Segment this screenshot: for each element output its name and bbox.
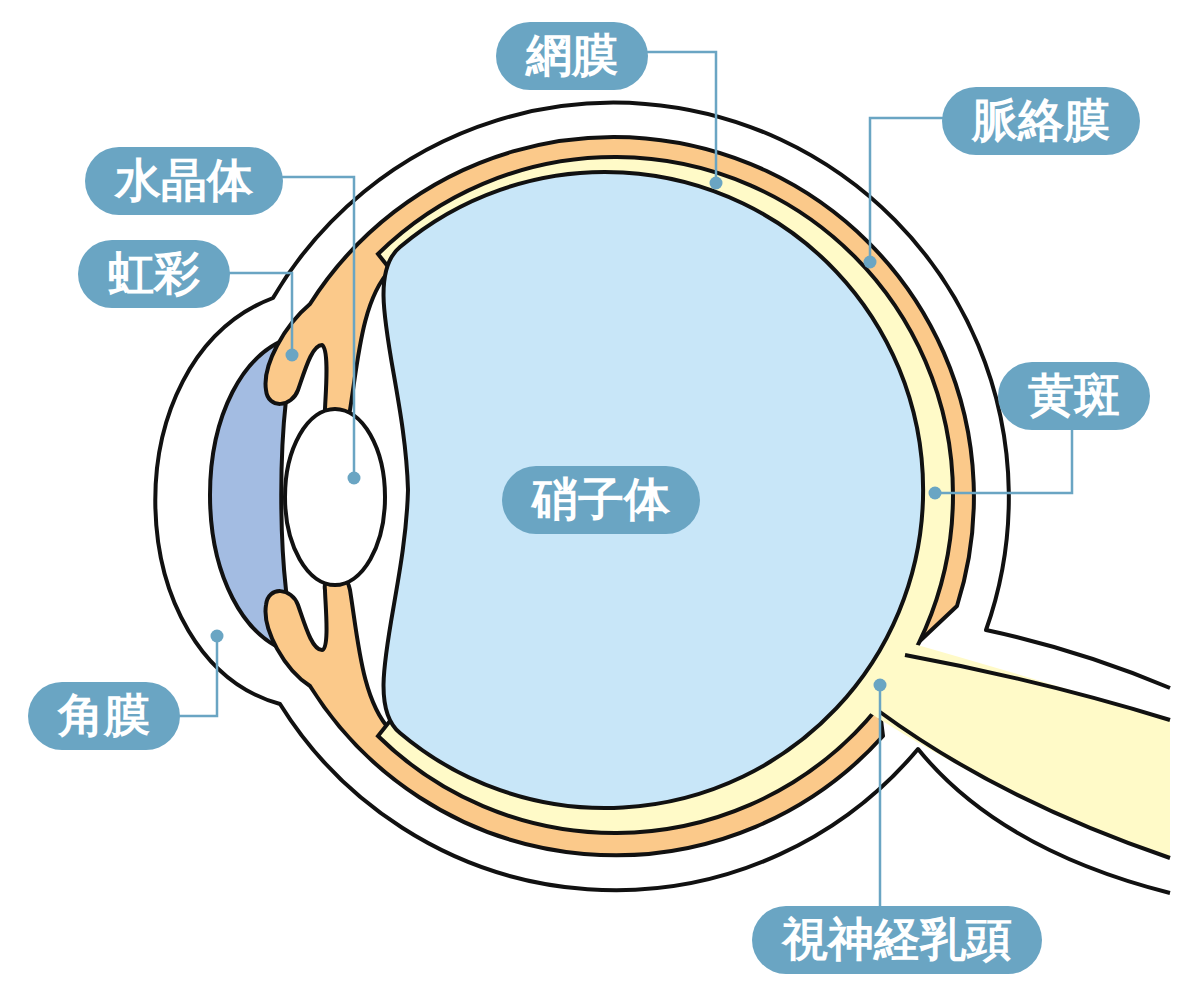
leader-dot: [348, 472, 361, 485]
retina: [378, 157, 953, 833]
label-pill: 虹彩: [78, 240, 230, 307]
lens: [285, 409, 385, 585]
leader-line: [879, 685, 882, 940]
part-name: 黄斑: [1028, 368, 1120, 423]
optic-nerve-outline: [880, 655, 1170, 858]
label-pill: 硝子体: [502, 466, 700, 533]
leader-dot: [710, 177, 723, 190]
part-name: 網膜: [526, 28, 618, 83]
leader-dot: [929, 487, 942, 500]
vitreous-body: [384, 172, 924, 808]
label-pill: 網膜: [496, 22, 648, 89]
leader-dots: [211, 177, 942, 692]
leader-dot: [864, 256, 877, 269]
label-pill: 黄斑: [998, 362, 1150, 429]
choroid: [266, 137, 974, 855]
label-pill: 視神経乳頭: [752, 906, 1042, 973]
part-name: 水晶体: [115, 153, 253, 208]
sclera: [155, 103, 1170, 893]
leader-line: [184, 177, 354, 478]
part-name: 角膜: [58, 688, 150, 743]
part-name: 視神経乳頭: [782, 912, 1012, 967]
sclera-outline: [155, 103, 1170, 893]
leader-dot: [286, 349, 299, 362]
part-name: 虹彩: [108, 246, 200, 301]
optic-nerve: [850, 640, 1170, 858]
part-name: 脈絡膜: [972, 93, 1110, 148]
leader-dot: [211, 630, 224, 643]
label-pill: 脈絡膜: [942, 87, 1140, 154]
leader-dot: [874, 679, 887, 692]
part-name: 硝子体: [532, 472, 670, 527]
label-pill: 水晶体: [85, 147, 283, 214]
leader-lines: [104, 52, 1072, 940]
label-pill: 角膜: [28, 682, 180, 749]
